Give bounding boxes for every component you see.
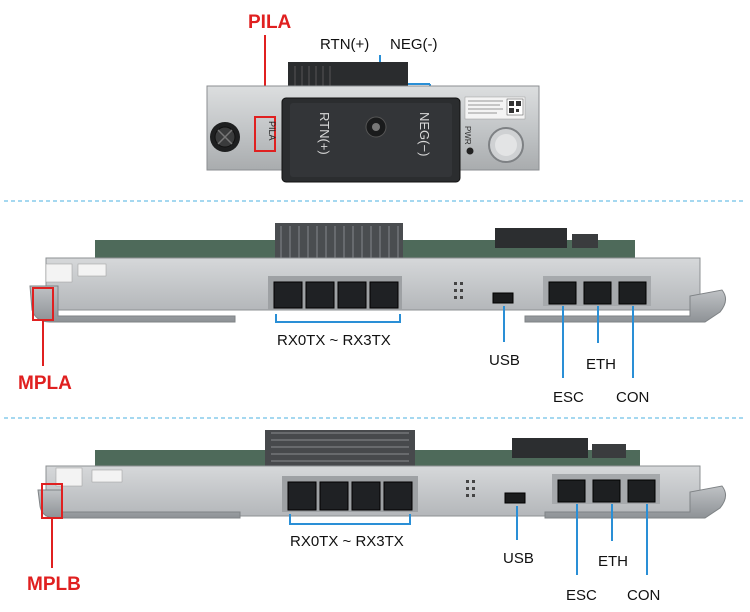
mpla-con-label: CON [616, 389, 649, 406]
pila-title: PILA [248, 12, 292, 33]
mpla-port-range: RX0TX ~ RX3TX [277, 332, 391, 349]
mpla-esc-label: ESC [553, 389, 584, 406]
mpla-eth-label: ETH [586, 356, 616, 373]
mplb-port-range: RX0TX ~ RX3TX [290, 533, 404, 550]
mpla-sfp-ports [268, 276, 402, 310]
pila-plate-label-box [254, 116, 276, 152]
mpla-port-bracket [275, 314, 401, 323]
sfp-port-0 [287, 481, 317, 511]
mplb-usb-label: USB [503, 550, 534, 567]
pila-plate-label: PILA [267, 121, 277, 141]
pila-heatsink [288, 62, 408, 88]
mpla-usb-label: USB [489, 352, 520, 369]
neg-engraved-label: NEG(−) [417, 112, 432, 156]
sfp-port-1 [305, 281, 335, 309]
mplb-usb-port [504, 492, 526, 504]
mplb-con-label: CON [627, 587, 660, 604]
barcode-icon [506, 98, 524, 116]
mplb-con-port [627, 479, 656, 503]
mpla-usb-port [492, 292, 514, 304]
mpla-section: MPLA RX0TX ~ RX3TX USB ESC [18, 223, 726, 406]
mplb-sfp-ports [282, 476, 418, 512]
mplb-eth-port [592, 479, 621, 503]
mplb-port-bracket [289, 514, 411, 525]
mplb-esc-label: ESC [566, 587, 597, 604]
mplb-section: MPLB RX0TX ~ RX3TX USB ESC ETH CON [27, 430, 726, 604]
mplb-name: MPLB [27, 574, 81, 595]
heatsink-fins [294, 66, 331, 86]
pila-section: PILA RTN(+) NEG(-) PILA RTN(+) [206, 12, 540, 183]
mplb-esc-port [557, 479, 586, 503]
mpla-eth-port [583, 281, 612, 305]
mplb-eth-label: ETH [598, 553, 628, 570]
sfp-port-3 [383, 481, 413, 511]
sfp-port-0 [273, 281, 303, 309]
pwr-led-icon [466, 147, 474, 155]
neg-label: NEG(-) [390, 36, 438, 53]
mplb-heatsink [265, 430, 415, 472]
mpla-led-indicators [454, 282, 463, 299]
mpla-heatsink [275, 223, 403, 263]
pwr-label: PWR [463, 126, 472, 145]
mplb-led-indicators [466, 480, 475, 497]
sfp-port-2 [351, 481, 381, 511]
mpla-name: MPLA [18, 373, 72, 394]
mplb-right-ejector [544, 485, 726, 519]
sfp-port-3 [369, 281, 399, 309]
rtn-label: RTN(+) [320, 36, 369, 53]
sfp-port-1 [319, 481, 349, 511]
mpla-con-port [618, 281, 647, 305]
rtn-engraved-label: RTN(+) [317, 112, 332, 155]
mpla-esc-port [548, 281, 577, 305]
sfp-port-2 [337, 281, 367, 309]
mpla-right-ejector [524, 289, 726, 323]
